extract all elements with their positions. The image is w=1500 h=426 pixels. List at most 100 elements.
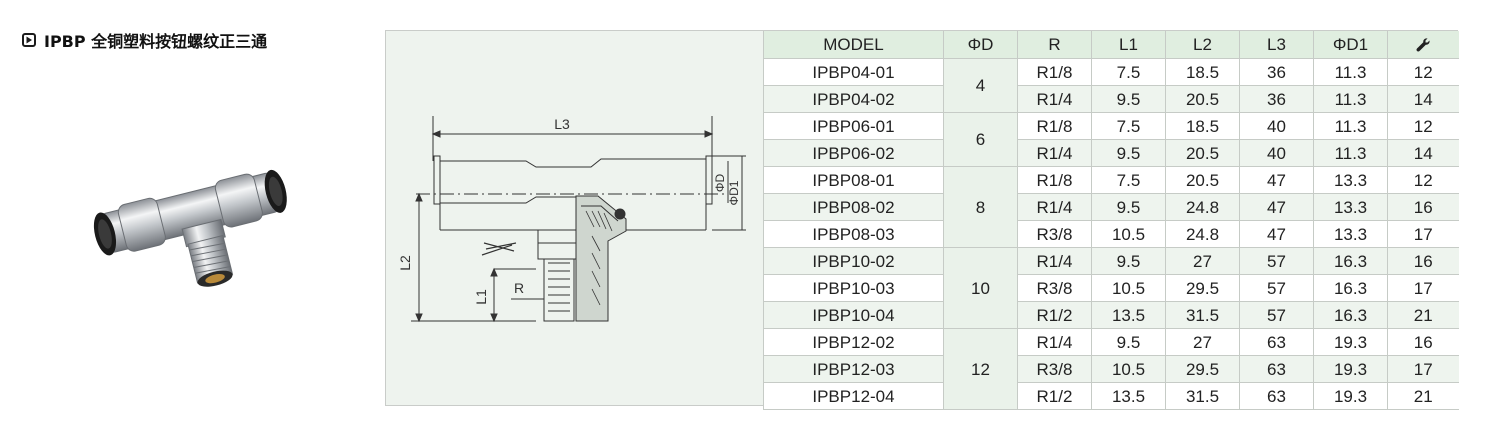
cell-phi-d1: 19.3 xyxy=(1313,328,1388,356)
play-square-icon xyxy=(22,33,36,47)
cell-r: R3/8 xyxy=(1017,220,1092,248)
cell-phi-d: 10 xyxy=(943,247,1018,329)
cell-l1: 9.5 xyxy=(1091,328,1166,356)
product-title: IPBP 全铜塑料按钮螺纹正三通 xyxy=(22,28,267,52)
cell-l3: 57 xyxy=(1239,274,1314,302)
cell-l3: 57 xyxy=(1239,301,1314,329)
cell-phi-d1: 11.3 xyxy=(1313,58,1388,86)
cell-r: R1/8 xyxy=(1017,112,1092,140)
cell-wrench-size: 21 xyxy=(1387,301,1459,329)
cell-r: R3/8 xyxy=(1017,274,1092,302)
cell-l2: 20.5 xyxy=(1165,139,1240,167)
dim-label-phi-d: ΦD xyxy=(713,174,727,193)
cell-model: IPBP10-02 xyxy=(763,247,944,275)
cell-r: R1/8 xyxy=(1017,166,1092,194)
cell-wrench-size: 17 xyxy=(1387,220,1459,248)
cell-l3: 36 xyxy=(1239,58,1314,86)
cell-wrench-size: 17 xyxy=(1387,274,1459,302)
cell-wrench-size: 16 xyxy=(1387,328,1459,356)
cell-phi-d1: 16.3 xyxy=(1313,247,1388,275)
cell-model: IPBP06-02 xyxy=(763,139,944,167)
header-model: MODEL xyxy=(763,31,944,59)
cell-l2: 27 xyxy=(1165,328,1240,356)
cell-l1: 9.5 xyxy=(1091,193,1166,221)
cell-phi-d1: 11.3 xyxy=(1313,112,1388,140)
cell-r: R1/4 xyxy=(1017,247,1092,275)
cell-l3: 63 xyxy=(1239,355,1314,383)
cell-l3: 47 xyxy=(1239,166,1314,194)
cell-l2: 27 xyxy=(1165,247,1240,275)
table-header-row: MODEL ΦD R L1 L2 L3 ΦD1 xyxy=(763,31,1459,59)
cell-model: IPBP08-03 xyxy=(763,220,944,248)
cell-model: IPBP08-02 xyxy=(763,193,944,221)
product-title-text: IPBP 全铜塑料按钮螺纹正三通 xyxy=(44,32,268,51)
cell-l1: 10.5 xyxy=(1091,355,1166,383)
cell-phi-d1: 11.3 xyxy=(1313,85,1388,113)
header-phi-d1: ΦD1 xyxy=(1313,31,1388,59)
cell-l2: 18.5 xyxy=(1165,112,1240,140)
cell-phi-d1: 13.3 xyxy=(1313,166,1388,194)
fitting-body xyxy=(93,169,287,287)
cell-phi-d: 12 xyxy=(943,328,1018,410)
header-r: R xyxy=(1017,31,1092,59)
product-photo xyxy=(93,169,287,287)
technical-drawing: L3 L2 L1 R ΦD ΦD1 xyxy=(397,116,746,323)
header-l2: L2 xyxy=(1165,31,1240,59)
cell-model: IPBP04-01 xyxy=(763,58,944,86)
cell-r: R1/8 xyxy=(1017,58,1092,86)
header-l3: L3 xyxy=(1239,31,1314,59)
wrench-icon xyxy=(1416,38,1430,52)
cell-wrench-size: 16 xyxy=(1387,193,1459,221)
cell-phi-d1: 13.3 xyxy=(1313,220,1388,248)
cell-model: IPBP06-01 xyxy=(763,112,944,140)
cell-l1: 7.5 xyxy=(1091,112,1166,140)
cell-wrench-size: 12 xyxy=(1387,112,1459,140)
cell-phi-d1: 11.3 xyxy=(1313,139,1388,167)
cell-phi-d: 4 xyxy=(943,58,1018,113)
cell-phi-d1: 19.3 xyxy=(1313,355,1388,383)
cell-l1: 9.5 xyxy=(1091,85,1166,113)
cell-wrench-size: 12 xyxy=(1387,166,1459,194)
cell-l3: 63 xyxy=(1239,382,1314,410)
cell-model: IPBP08-01 xyxy=(763,166,944,194)
cell-l1: 9.5 xyxy=(1091,139,1166,167)
header-wrench xyxy=(1387,31,1459,59)
cell-phi-d1: 16.3 xyxy=(1313,274,1388,302)
cell-l3: 40 xyxy=(1239,112,1314,140)
cell-wrench-size: 21 xyxy=(1387,382,1459,410)
cell-model: IPBP10-04 xyxy=(763,301,944,329)
dim-label-phi-d1: ΦD1 xyxy=(727,180,741,205)
cell-l2: 29.5 xyxy=(1165,274,1240,302)
cell-l2: 31.5 xyxy=(1165,382,1240,410)
header-l1: L1 xyxy=(1091,31,1166,59)
cell-wrench-size: 17 xyxy=(1387,355,1459,383)
cell-phi-d: 6 xyxy=(943,112,1018,167)
cell-wrench-size: 14 xyxy=(1387,85,1459,113)
cell-r: R1/4 xyxy=(1017,139,1092,167)
cell-l2: 20.5 xyxy=(1165,85,1240,113)
cell-l1: 7.5 xyxy=(1091,58,1166,86)
cell-l1: 13.5 xyxy=(1091,301,1166,329)
cell-phi-d1: 16.3 xyxy=(1313,301,1388,329)
cell-l2: 18.5 xyxy=(1165,58,1240,86)
cell-r: R1/4 xyxy=(1017,193,1092,221)
cell-l3: 57 xyxy=(1239,247,1314,275)
dim-label-r: R xyxy=(514,280,524,296)
cell-model: IPBP12-04 xyxy=(763,382,944,410)
dim-label-l2: L2 xyxy=(397,255,413,271)
cell-l1: 7.5 xyxy=(1091,166,1166,194)
cell-l1: 13.5 xyxy=(1091,382,1166,410)
cell-l2: 31.5 xyxy=(1165,301,1240,329)
cell-l3: 40 xyxy=(1239,139,1314,167)
